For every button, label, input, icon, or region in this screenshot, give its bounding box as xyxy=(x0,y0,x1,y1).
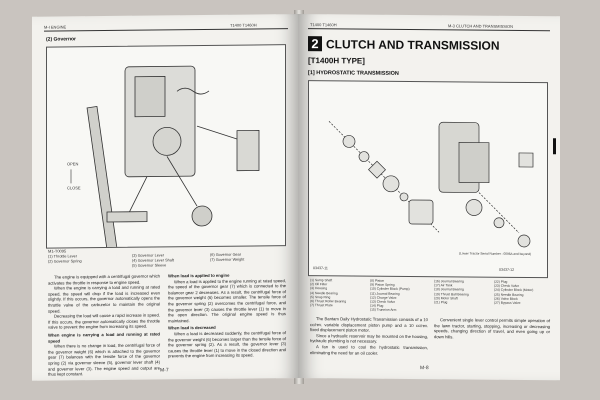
right-legend-col1: (1) Sump Shaft (2) Oil Filter (3) Housin… xyxy=(310,278,366,308)
right-col1-text: The Bantam Daily Hydrostatic Transmissio… xyxy=(310,316,428,356)
left-col2-text: When load is applied to engine When a lo… xyxy=(168,272,286,359)
serial-note: (Lower Tractor Serial Number : 0096A and… xyxy=(459,251,531,256)
legend-item: (5) Governor Sleeve xyxy=(132,263,167,268)
right-page: T1400 T1460H M-3 CLUTCH AND TRANSMISSION… xyxy=(298,14,560,381)
paragraph: Decreasing the load will cause a rapid i… xyxy=(48,312,160,330)
chapter-title-text: CLUTCH AND TRANSMISSION xyxy=(326,37,500,53)
right-legend-col2: (8) Piston (9) Piston Spring (10) Cylind… xyxy=(370,279,430,313)
left-page-number: M-7 xyxy=(160,367,169,374)
governor-subsection: (2) Governor xyxy=(46,36,77,43)
close-label: CLOSE xyxy=(67,185,81,190)
chapter-number: 2 xyxy=(308,36,322,52)
legend-item: (2) Governor Spring xyxy=(48,259,82,264)
right-header-model: T1400 T1460H xyxy=(310,22,337,28)
section-tab-marker xyxy=(553,138,556,155)
legend-item: (7) Governor Weight xyxy=(210,257,245,262)
left-col1-text: The engine is equipped with a centrifuga… xyxy=(48,273,160,377)
left-header-section: M-I ENGINE xyxy=(44,24,67,30)
left-header-rule xyxy=(44,28,288,32)
paragraph: When a load is applied to the engine run… xyxy=(168,277,286,324)
open-label: OPEN xyxy=(67,161,78,166)
left-header-model: T1400 T1460H xyxy=(230,22,257,28)
left-legend-col2: (3) Governor Lever (4) Governor Lever Sh… xyxy=(132,253,202,269)
left-page: M-I ENGINE T1400 T1460H (2) Governor xyxy=(32,14,300,381)
legend-item: (21) Plug xyxy=(434,300,448,305)
paragraph: The Bantam Daily Hydrostatic Transmissio… xyxy=(310,316,428,333)
right-header-section: M-3 CLUTCH AND TRANSMISSION xyxy=(448,23,514,29)
right-page-number: M-8 xyxy=(420,365,429,372)
right-header-rule xyxy=(308,28,550,32)
hst-subsection: [1] HYDROSTATIC TRANSMISSION xyxy=(308,70,399,77)
left-figure-code: M1-T0095 xyxy=(48,248,67,254)
paragraph: Convenient single lever control permits … xyxy=(434,317,550,340)
left-legend-col3: (6) Governor Gear (7) Governor Weight xyxy=(210,252,280,263)
transmission-figure: 03437-11 03437-12 (Lower Tractor Serial … xyxy=(308,80,548,279)
governor-illustration: OPEN CLOSE xyxy=(67,65,260,257)
left-legend-col1: (1) Throttle Lever (2) Governor Spring xyxy=(48,254,128,265)
right-legend-col3: (16) Journal Bearing (17) Air Tank (18) … xyxy=(434,279,490,305)
legend-item: (27) Bypass Valve xyxy=(494,300,521,305)
legend-item: (7) Thrust Plate xyxy=(310,303,333,308)
right-figure-code-left: 03437-11 xyxy=(313,266,328,270)
right-col2-text: Convenient single lever control permits … xyxy=(434,317,550,340)
paragraph: When the engine is carrying a load and r… xyxy=(48,284,160,314)
right-figure-code-right: 03437-12 xyxy=(499,268,514,272)
legend-item: (15) Trunnion Arm xyxy=(370,308,397,313)
right-legend-col4: (22) Plug (23) Check Valve (24) Cylinder… xyxy=(494,280,552,306)
governor-figure: OPEN CLOSE xyxy=(46,44,286,257)
transmission-exploded-view: 03437-11 03437-12 (Lower Tractor Serial … xyxy=(313,121,534,272)
paragraph: When there is no change in load, the cen… xyxy=(48,342,160,377)
paragraph: When a load is decreased suddenly, the c… xyxy=(168,330,286,359)
paragraph: A fan is used to cool the hydrostatic tr… xyxy=(310,344,428,356)
type-title: [T1400H TYPE] xyxy=(308,56,365,66)
